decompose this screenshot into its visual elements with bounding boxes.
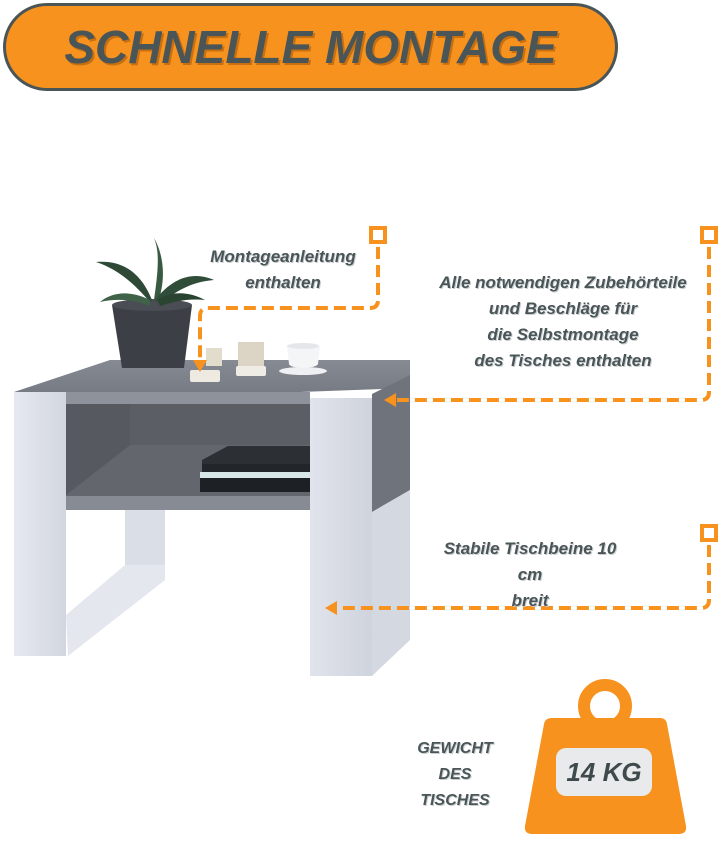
callout-marker-icon xyxy=(700,524,718,542)
callout-marker-icon xyxy=(700,226,718,244)
plant-pot xyxy=(96,238,214,368)
callout-parts-line3: die Selbstmontage xyxy=(487,325,639,344)
callout-marker-icon xyxy=(369,226,387,244)
callout-line-parts xyxy=(395,247,711,402)
arrow-down-icon xyxy=(193,360,207,372)
weight-label: GEWICHT DES TISCHES xyxy=(400,736,510,814)
callout-manual-text: Montageanleitung enthalten xyxy=(196,244,370,296)
callout-legs-line1: Stabile Tischbeine 10 cm xyxy=(443,539,617,584)
callout-line-manual xyxy=(198,247,380,360)
callout-parts-line4: des Tisches enthalten xyxy=(474,351,652,370)
weight-label-line1: GEWICHT xyxy=(417,740,493,757)
callout-parts-text: Alle notwendigen Zubehörteile und Beschl… xyxy=(418,270,708,374)
callout-parts-line1: Alle notwendigen Zubehörteile xyxy=(439,273,687,292)
weight-label-line3: TISCHES xyxy=(420,792,490,809)
books xyxy=(200,446,310,492)
coffee-table xyxy=(14,360,410,676)
cup-and-saucer xyxy=(279,343,327,375)
weight-value: 14 KG xyxy=(556,748,652,796)
arrow-left-icon xyxy=(384,393,396,407)
callout-legs-line2: breit xyxy=(511,591,549,610)
callout-legs-text: Stabile Tischbeine 10 cm breit xyxy=(430,536,630,614)
callout-line-legs xyxy=(336,545,711,610)
callout-manual-line1: Montageanleitung xyxy=(210,247,356,266)
arrow-left-icon xyxy=(325,601,337,615)
title-banner: SCHNELLE MONTAGE xyxy=(3,3,618,91)
banner-title: SCHNELLE MONTAGE xyxy=(64,21,557,73)
callout-manual-line2: enthalten xyxy=(245,273,321,292)
callout-parts-line2: und Beschläge für xyxy=(488,299,638,318)
candles xyxy=(190,342,266,382)
weight-label-line2: DES xyxy=(438,766,472,783)
